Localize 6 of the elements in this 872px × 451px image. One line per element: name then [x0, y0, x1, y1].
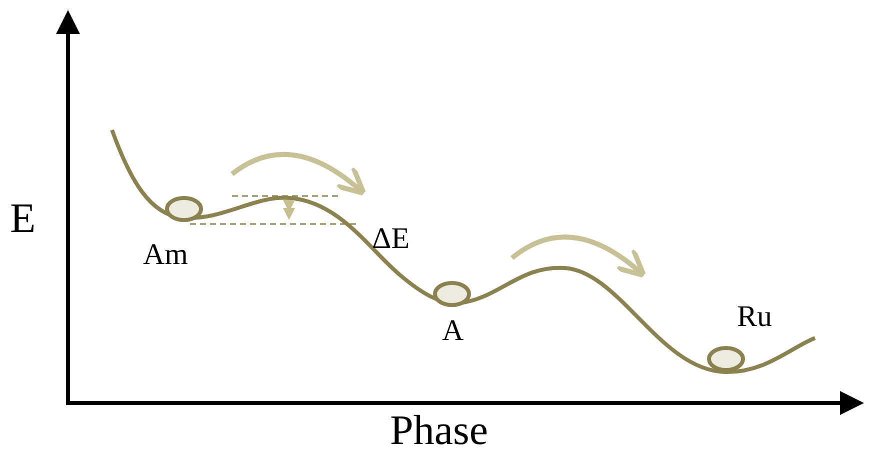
phase-label: Am	[143, 240, 188, 270]
energy-barrier-label: ΔE	[372, 224, 410, 254]
axis-title: Phase	[390, 410, 488, 451]
phase-label: A	[442, 316, 464, 346]
phase-label: Ru	[737, 302, 772, 332]
axis-title: E	[10, 198, 36, 240]
